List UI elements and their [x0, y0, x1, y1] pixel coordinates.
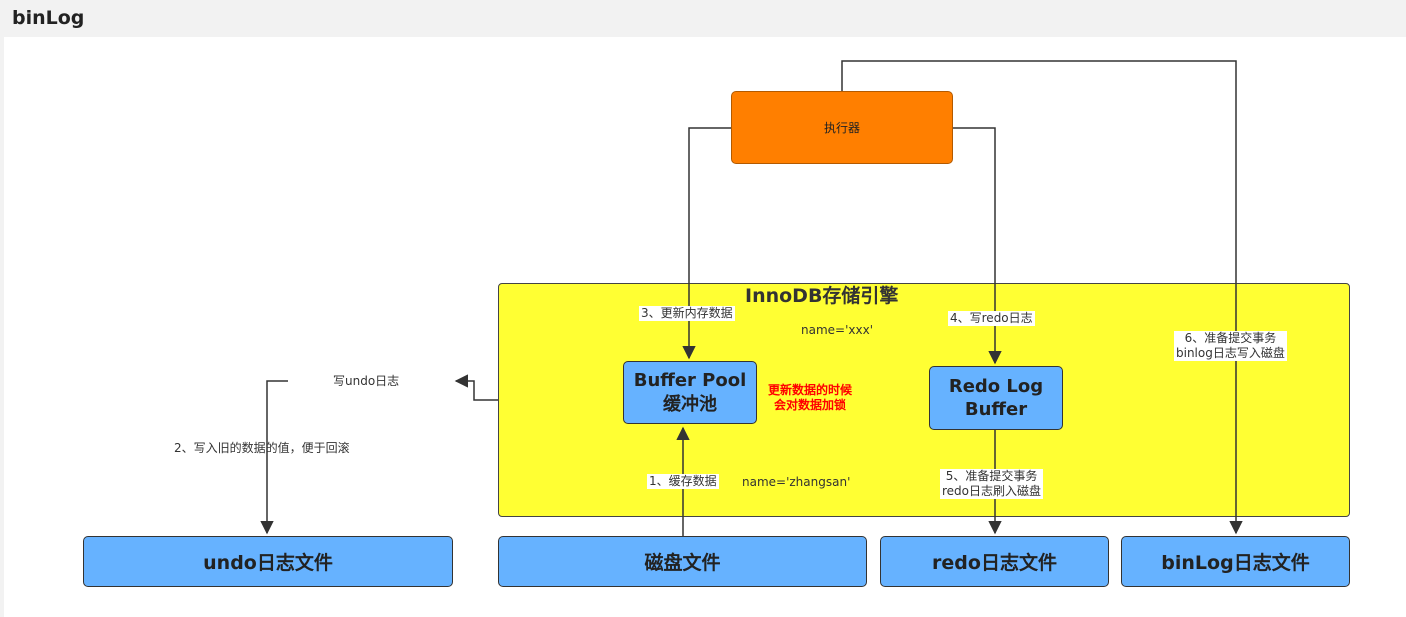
- page-title: binLog: [12, 7, 85, 29]
- redo-log-file-node: redo日志文件: [880, 536, 1109, 587]
- lock-note-line1: 更新数据的时候: [768, 383, 853, 397]
- step2-label: 2、写入旧的数据的值，便于回滚: [174, 441, 350, 455]
- lock-note: 更新数据的时候 会对数据加锁: [766, 383, 854, 413]
- engine-title: InnoDB存储引擎: [745, 285, 899, 307]
- step4-label: 4、写redo日志: [948, 311, 1035, 326]
- executor-label: 执行器: [823, 121, 860, 135]
- edge-executor-to-redo-buffer: [953, 127, 1002, 365]
- name-zhangsan-label: name='zhangsan': [742, 475, 851, 489]
- undo-file-label: undo日志文件: [203, 552, 333, 574]
- disk-file-label: 磁盘文件: [644, 552, 721, 574]
- buffer-pool-label-en: Buffer Pool: [633, 370, 747, 392]
- step3-label: 3、更新内存数据: [639, 306, 735, 321]
- step6-label-line1: 6、准备提交事务: [1184, 331, 1277, 345]
- name-xxx-label: name='xxx': [801, 323, 873, 337]
- edge-engine-to-write-undo: [454, 374, 498, 401]
- lock-note-line2: 会对数据加锁: [774, 398, 847, 412]
- step5-label-line2: redo日志刷入磁盘: [942, 484, 1042, 498]
- executor-node: 执行器: [731, 91, 953, 164]
- step6-label: 6、准备提交事务 binlog日志写入磁盘: [1174, 331, 1287, 361]
- binlog-file-node: binLog日志文件: [1121, 536, 1350, 587]
- edge-executor-to-buffer-pool: [682, 127, 731, 360]
- write-undo-label: 写undo日志: [333, 374, 400, 388]
- redo-log-buffer-node: Redo Log Buffer: [929, 366, 1063, 430]
- step5-label-line1: 5、准备提交事务: [945, 469, 1038, 483]
- step1-label: 1、缓存数据: [647, 474, 719, 489]
- disk-file-node: 磁盘文件: [498, 536, 867, 587]
- undo-log-file-node: undo日志文件: [83, 536, 453, 587]
- redo-buffer-label-line2: Buffer: [964, 399, 1028, 420]
- redo-file-label: redo日志文件: [932, 552, 1057, 574]
- buffer-pool-node: Buffer Pool 缓冲池: [623, 361, 757, 424]
- step6-label-line2: binlog日志写入磁盘: [1176, 346, 1285, 360]
- binlog-file-label: binLog日志文件: [1161, 552, 1310, 574]
- edge-executor-to-binlog-file: [841, 60, 1243, 535]
- step5-label: 5、准备提交事务 redo日志刷入磁盘: [940, 469, 1044, 499]
- buffer-pool-label-cn: 缓冲池: [663, 393, 717, 415]
- edge-write-undo-to-undo-file: [260, 380, 288, 535]
- redo-buffer-label-line1: Redo Log: [948, 375, 1044, 397]
